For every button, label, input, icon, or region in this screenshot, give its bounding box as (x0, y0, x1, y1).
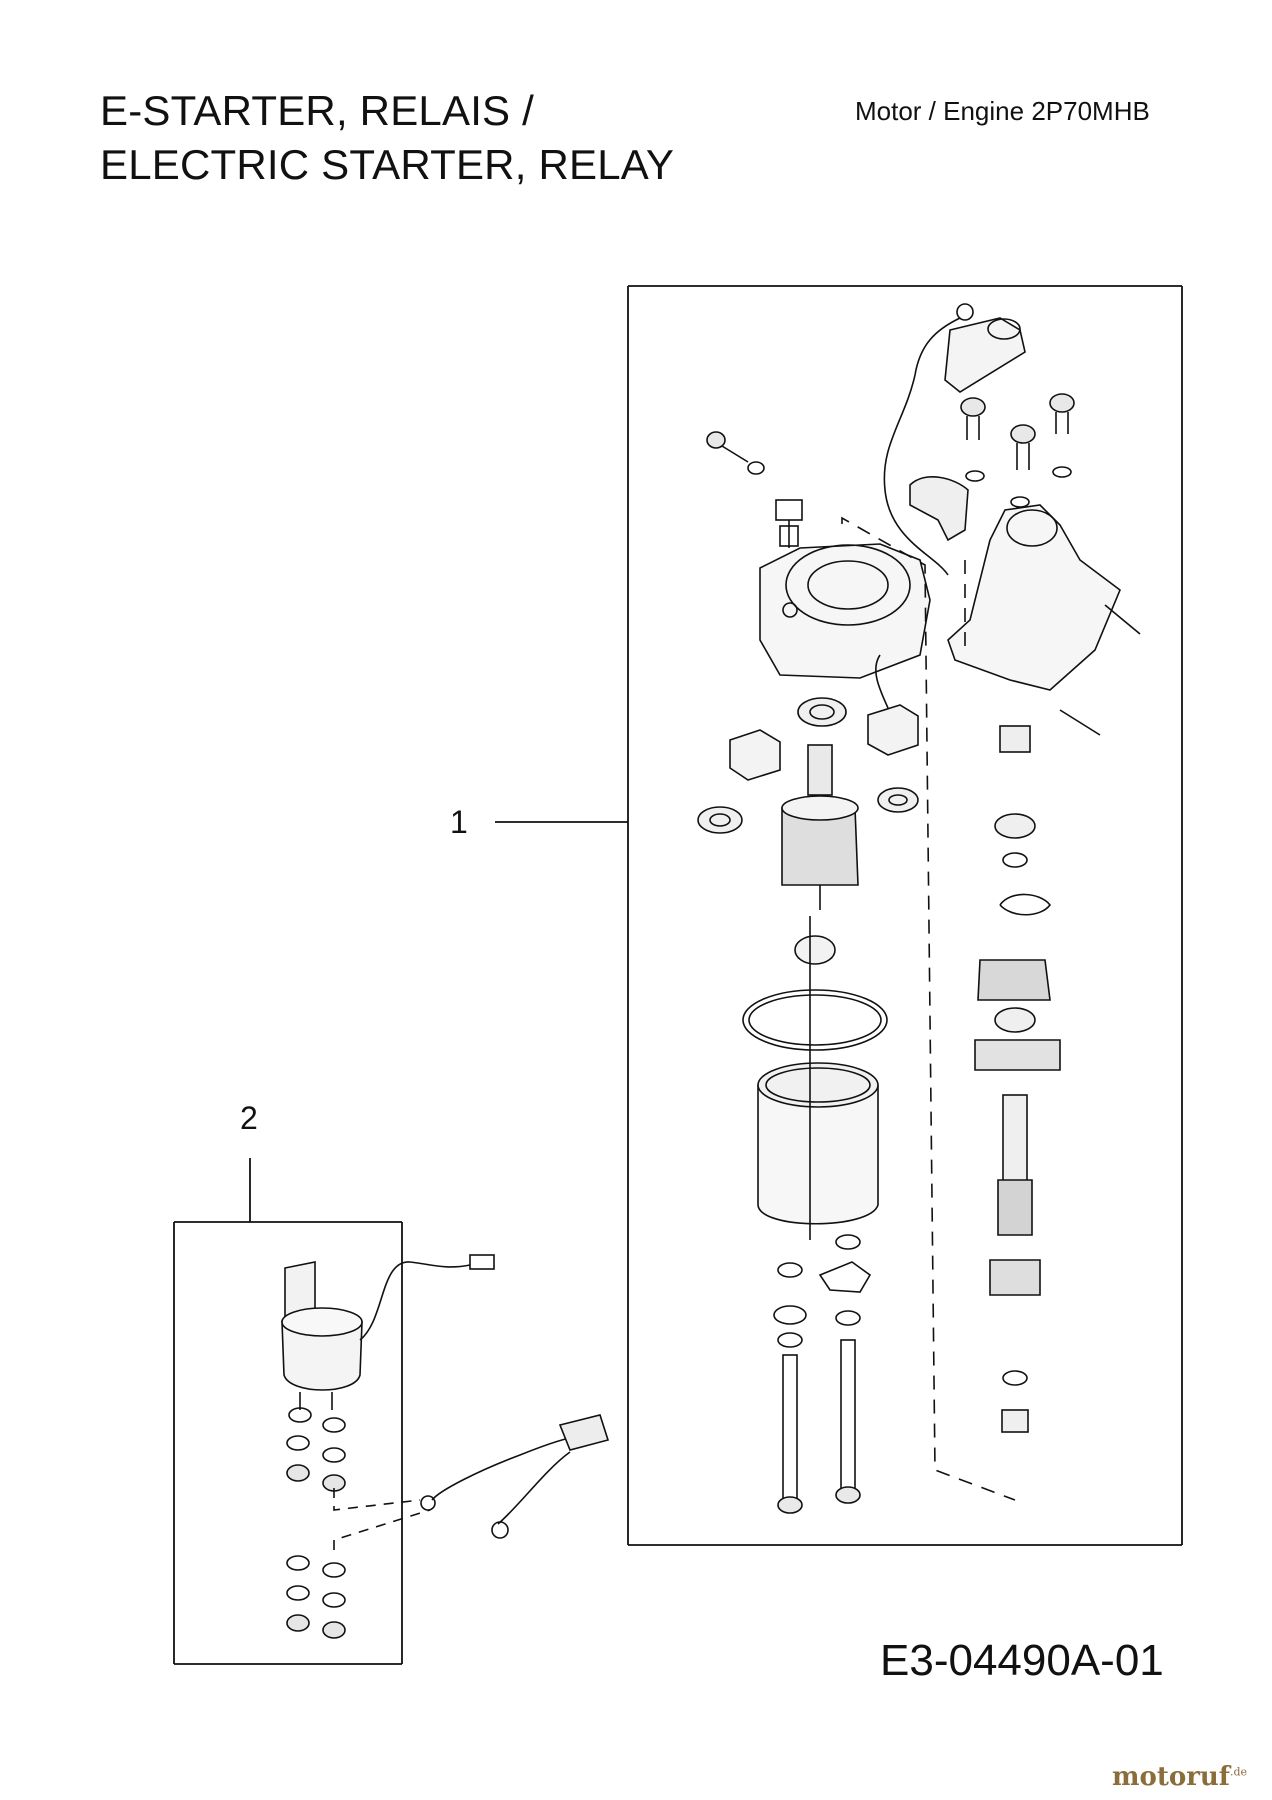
engine-label: Motor / Engine 2P70MHB (855, 96, 1150, 126)
relay-parts (281, 1254, 610, 1639)
callout-2: 2 (240, 1100, 258, 1136)
page-title: E-STARTER, RELAIS / ELECTRIC STARTER, RE… (100, 84, 674, 192)
brand-logo: motoruf.de (1112, 1762, 1247, 1792)
relay-assembly-frame (173, 1221, 403, 1665)
drawing-code: E3-04490A-01 (880, 1636, 1164, 1685)
title-line-german: E-STARTER, RELAIS / (100, 87, 535, 134)
starter-parts (697, 303, 1141, 1514)
title-line-english: ELECTRIC STARTER, RELAY (100, 141, 675, 188)
through-bolts (773, 1234, 872, 1514)
brand-suffix: .de (1230, 1765, 1248, 1779)
starter-assembly-frame (627, 285, 1183, 1546)
pinion-stack (974, 725, 1061, 1433)
callout-1: 1 (450, 804, 468, 840)
screw-group (960, 393, 1075, 508)
brand-name: motoruf (1112, 1762, 1230, 1792)
